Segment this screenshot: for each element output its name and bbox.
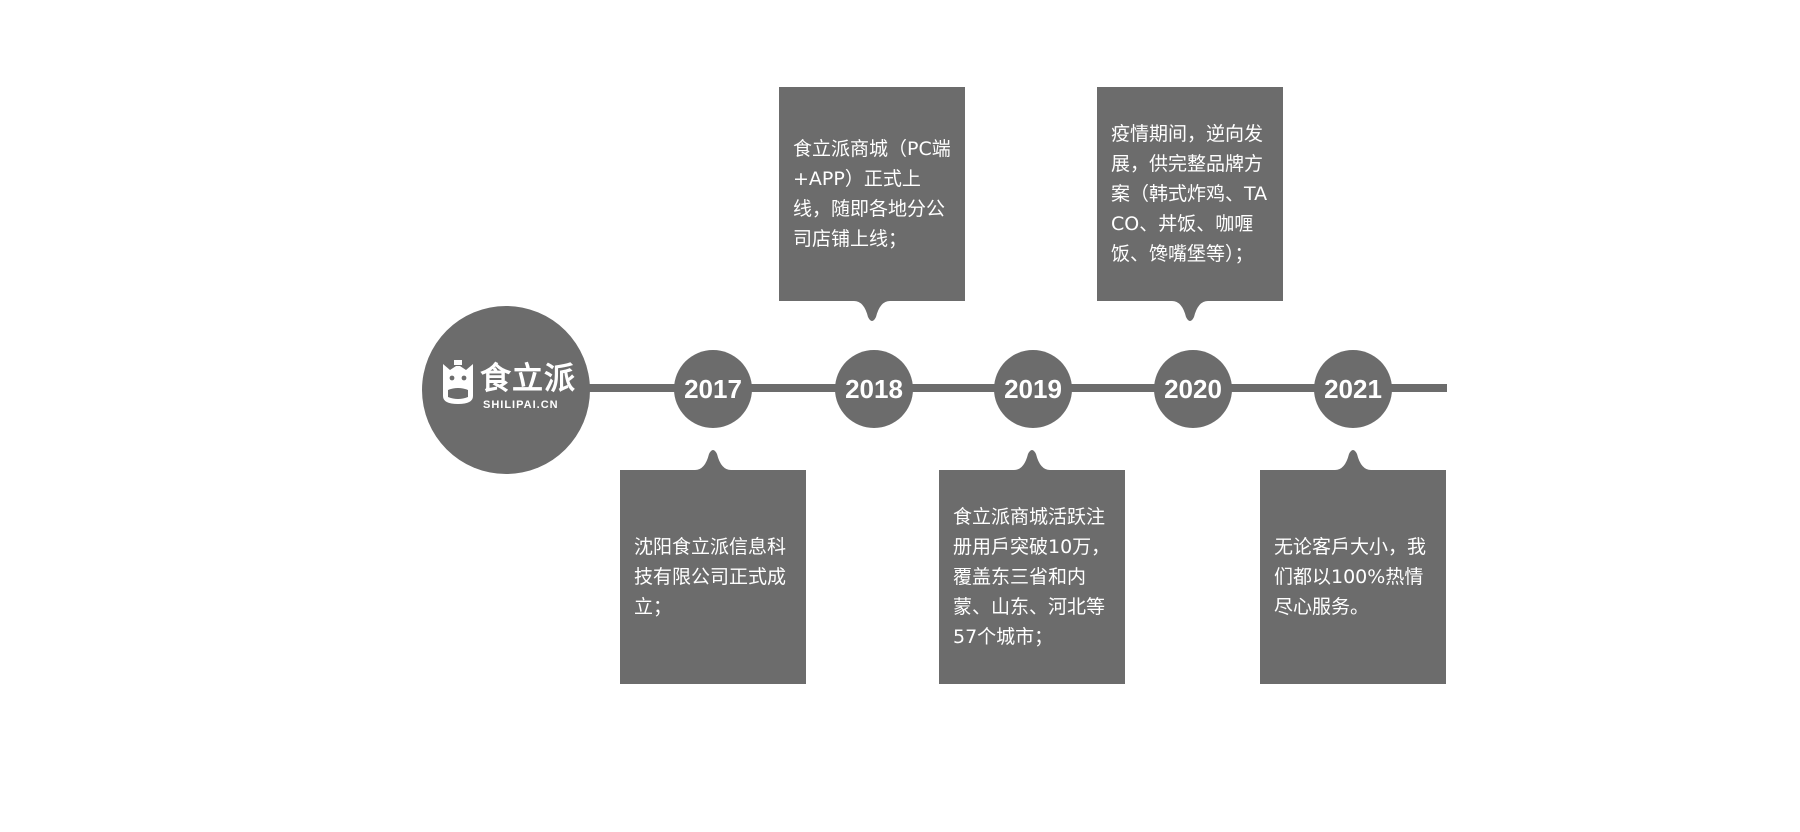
callout-pointer — [854, 301, 890, 321]
event-card-2018: 食立派商城（PC端+APP）正式上线，随即各地分公司店铺上线； — [779, 87, 965, 321]
callout-pointer — [1335, 450, 1371, 470]
event-card-2020: 疫情期间，逆向发展，供完整品牌方案（韩式炸鸡、TACO、丼饭、咖喱饭、馋嘴堡等）… — [1097, 87, 1283, 321]
year-node-2019: 2019 — [994, 350, 1072, 428]
callout-pointer — [1172, 301, 1208, 321]
event-card-2017: 沈阳食立派信息科技有限公司正式成立； — [620, 450, 806, 684]
event-card-2021: 无论客戶大小，我们都以100%热情尽心服务。 — [1260, 450, 1446, 684]
year-node-2021: 2021 — [1314, 350, 1392, 428]
brand-domain: SHILIPAI.CN — [483, 399, 559, 411]
callout-pointer — [695, 450, 731, 470]
callout-pointer — [1014, 450, 1050, 470]
event-text-2018: 食立派商城（PC端+APP）正式上线，随即各地分公司店铺上线； — [793, 138, 951, 250]
event-text-2017: 沈阳食立派信息科技有限公司正式成立； — [634, 536, 787, 618]
event-card-2019: 食立派商城活跃注册用戶突破10万，覆盖东三省和内蒙、山东、河北等57个城市； — [939, 450, 1125, 684]
event-text-2019: 食立派商城活跃注册用戶突破10万，覆盖东三省和内蒙、山东、河北等57个城市； — [953, 506, 1111, 648]
brand-name-cn: 食立派 — [480, 361, 576, 397]
event-text-2021: 无论客戶大小，我们都以100%热情尽心服务。 — [1274, 536, 1427, 618]
year-node-2018: 2018 — [835, 350, 913, 428]
brand-logo-badge: 食立派 SHILIPAI.CN — [422, 306, 590, 474]
event-text-2020: 疫情期间，逆向发展，供完整品牌方案（韩式炸鸡、TACO、丼饭、咖喱饭、馋嘴堡等）… — [1111, 123, 1268, 265]
year-node-2017: 2017 — [674, 350, 752, 428]
cow-cup-icon — [443, 360, 473, 404]
year-node-2020: 2020 — [1154, 350, 1232, 428]
